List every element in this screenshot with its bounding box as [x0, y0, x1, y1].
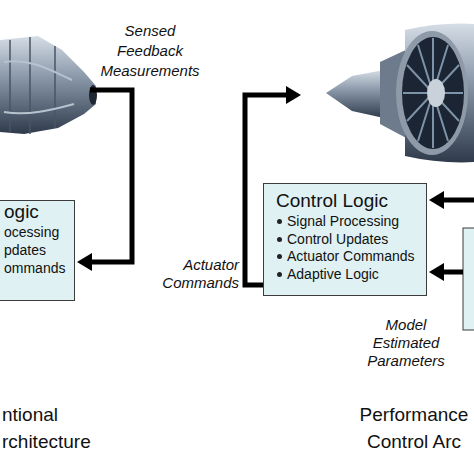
fan-lip	[396, 31, 468, 155]
box-heading: Control Logic	[276, 189, 418, 213]
model-box-edge	[463, 228, 474, 330]
signal-label: Sensed Feedback Measurements	[100, 21, 199, 81]
fan-face	[402, 37, 464, 149]
fan-blades	[403, 38, 463, 148]
signal-label: Actuator Commands	[162, 256, 239, 292]
bullet-item: Actuator Commands	[276, 248, 418, 266]
bullet-item: ommands	[4, 259, 68, 277]
bullet-item: ocessing	[4, 223, 68, 241]
bullet-dot	[277, 237, 282, 242]
parameter-arrow	[441, 270, 463, 275]
exhaust-cone	[326, 70, 384, 118]
bullet-dot	[277, 219, 282, 224]
bullet-item: Control Updates	[276, 231, 418, 249]
bullet-item: Adaptive Logic	[276, 266, 418, 284]
engine-body	[0, 36, 96, 134]
signal-label: Model Estimated Parameters	[367, 316, 445, 370]
arrow-head	[286, 86, 301, 104]
control-logic-box: ogicocessingpdatesommands	[0, 200, 75, 301]
bullet-item: Signal Processing	[276, 213, 418, 231]
engine-detail	[10, 37, 55, 134]
bullet-item: pdates	[4, 241, 68, 259]
architecture-caption: Performance Control Arc	[358, 401, 470, 455]
parameter-arrow	[441, 198, 474, 203]
feedback-arrow	[89, 90, 132, 262]
fan-spinner	[427, 79, 445, 107]
bullet-dot	[277, 272, 282, 277]
bullet-dot	[277, 254, 282, 259]
arrow-head	[429, 263, 444, 281]
arrow-head	[77, 253, 92, 271]
box-heading: ogic	[4, 201, 68, 223]
control-logic-box: Control LogicSignal ProcessingControl Up…	[263, 183, 427, 296]
engine-pipe	[4, 61, 74, 113]
architecture-caption: ntional rchitecture	[2, 401, 91, 455]
arrow-head	[429, 191, 444, 209]
